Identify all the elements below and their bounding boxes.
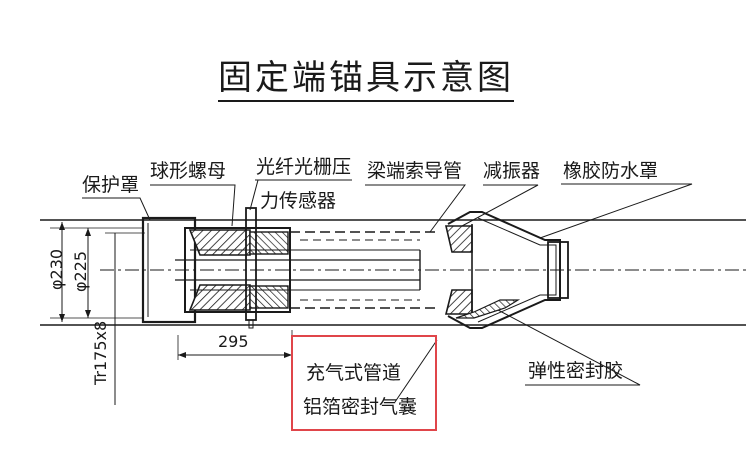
highlight-box [291, 335, 437, 431]
leader-rubber-cover [539, 183, 693, 239]
leader-airbag [394, 339, 438, 403]
label-cable-guide-pipe: 梁端索导管 [367, 160, 463, 182]
dim-d225: φ225 [71, 250, 90, 292]
spherical-nut-lower [188, 284, 251, 311]
damper-lower [444, 289, 473, 315]
spherical-nut-upper [188, 229, 251, 256]
leader-damper [461, 184, 539, 227]
label-elastic-sealant: 弹性密封胶 [528, 360, 624, 382]
leader-protective-cover [82, 197, 151, 221]
damper-upper [444, 225, 473, 253]
rubber-waterproof-cover [447, 211, 561, 329]
dim-thread: Tr175x8 [91, 320, 110, 385]
elastic-sealant [455, 299, 521, 319]
leader-cable-guide [365, 184, 466, 233]
protective-cover [141, 216, 197, 324]
label-aluminum-foil-airbag: 铝箔密封气囊 [303, 396, 418, 418]
anchor-body [184, 227, 291, 313]
cover-end-ring [547, 241, 569, 299]
leader-spherical-nut [150, 184, 236, 227]
leader-elastic-sealant [497, 309, 641, 386]
label-inflation-pipe: 充气式管道 [306, 362, 402, 384]
label-rubber-waterproof-cover: 橡胶防水罩 [563, 160, 659, 182]
dim-d230: φ230 [47, 248, 66, 290]
page-title: 固定端锚具示意图 [218, 56, 514, 102]
label-protective-cover: 保护罩 [82, 174, 140, 196]
wedge-upper [249, 231, 289, 255]
label-damper: 减振器 [483, 160, 541, 182]
label-fbg-sensor-line2: 力传感器 [260, 190, 337, 212]
dim-length-295: 295 [218, 332, 249, 351]
label-fbg-sensor-line1: 光纤光栅压 [256, 156, 352, 178]
label-spherical-nut: 球形螺母 [150, 160, 227, 182]
wedge-lower [249, 285, 289, 309]
